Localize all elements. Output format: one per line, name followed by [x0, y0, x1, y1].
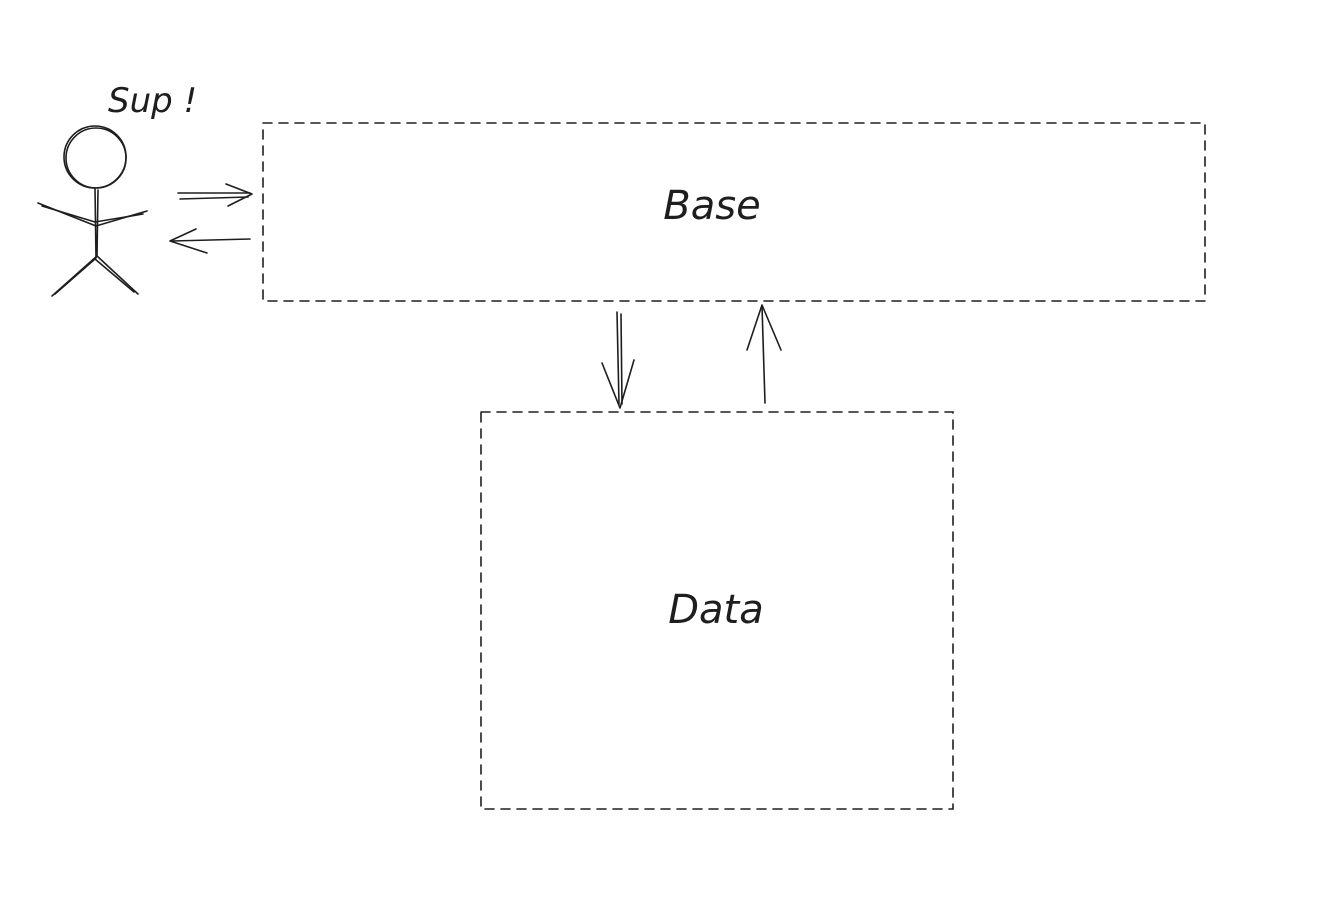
arrow-down-icon [601, 311, 635, 409]
arrow-right-icon [177, 183, 253, 207]
arrow-up-icon [746, 304, 782, 404]
speech-text: Sup ! [108, 81, 197, 121]
data-label: Data [668, 587, 764, 633]
base-box: Base [262, 122, 1206, 302]
data-box: Data [480, 411, 954, 810]
stick-figure-icon [37, 125, 148, 297]
arrow-left-icon [169, 228, 251, 254]
base-label: Base [663, 183, 760, 229]
